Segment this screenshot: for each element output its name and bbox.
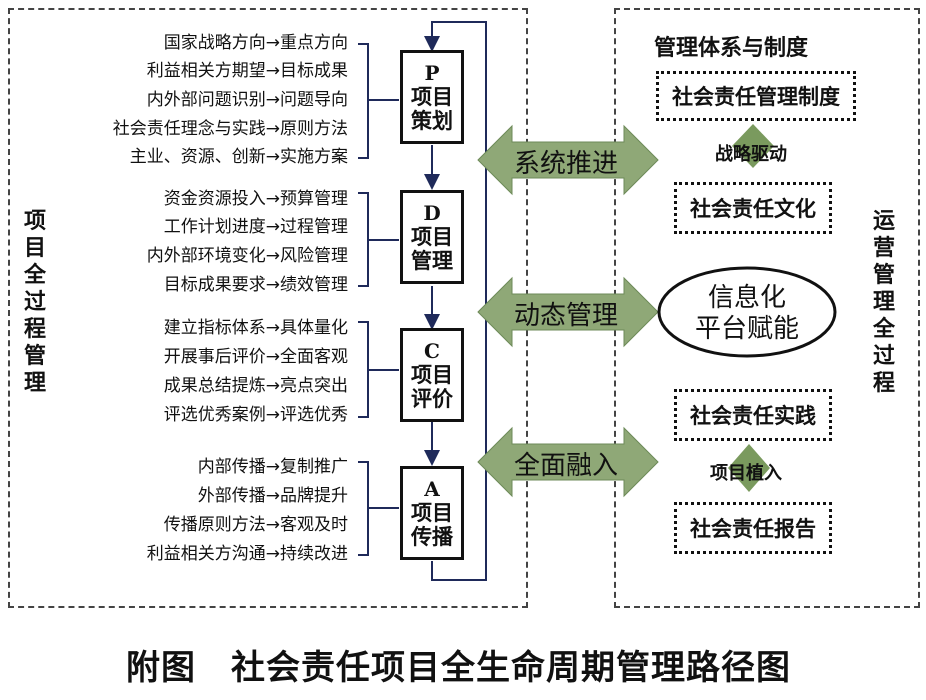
list-item: 内部传播→复制推广 (197, 457, 348, 477)
list-item: 工作计划进度→过程管理 (163, 217, 348, 237)
phase-line2: 策划 (411, 108, 453, 133)
phase-line1: 项目 (411, 224, 453, 249)
phase-box-act: A 项目 传播 (400, 466, 464, 560)
list-item: 利益相关方期望→目标成果 (146, 61, 348, 81)
connector-label-project: 项目植入 (710, 463, 782, 484)
connector-label-strategy: 战略驱动 (715, 144, 787, 165)
phase-letter: A (424, 477, 440, 501)
diamond-1 (732, 124, 774, 168)
arrow-label-1: 系统推进 (514, 149, 619, 179)
phase-box-check: C 项目 评价 (400, 328, 464, 422)
list-item: 内外部问题识别→问题导向 (146, 90, 348, 110)
list-item: 国家战略方向→重点方向 (163, 33, 348, 53)
list-item: 主业、资源、创新→实施方案 (129, 147, 348, 167)
ellipse-line2: 平台赋能 (694, 314, 799, 344)
right-vertical-title: 运 营 管 理 全 过 程 (872, 209, 895, 396)
list-item: 社会责任理念与实践→原则方法 (112, 119, 348, 139)
box-management-system: 社会责任管理制度 (656, 71, 856, 121)
double-arrow-3 (477, 426, 659, 498)
list-item: 外部传播→品牌提升 (197, 486, 348, 506)
phase-letter: C (424, 339, 440, 363)
ellipse-line1: 信息化 (707, 283, 786, 313)
ellipse-text: 信息化 平台赋能 (659, 283, 835, 345)
box-report: 社会责任报告 (674, 502, 832, 554)
bracket-group-3 (358, 321, 399, 418)
phase-box-do: D 项目 管理 (400, 190, 464, 284)
left-vertical-title: 项 目 全 过 程 管 理 (23, 209, 46, 396)
phase-line2: 传播 (411, 524, 453, 549)
list-item: 资金资源投入→预算管理 (163, 189, 348, 209)
list-item: 传播原则方法→客观及时 (163, 515, 348, 535)
list-item: 开展事后评价→全面客观 (163, 347, 348, 367)
phase-line1: 项目 (411, 362, 453, 387)
list-item: 目标成果要求→绩效管理 (163, 275, 348, 295)
phase-line1: 项目 (411, 84, 453, 109)
phase-letter: P (424, 61, 440, 85)
list-item: 评选优秀案例→评选优秀 (163, 405, 348, 425)
list-item: 建立指标体系→具体量化 (163, 318, 348, 338)
list-item: 利益相关方沟通→持续改进 (146, 544, 348, 564)
bracket-group-1 (358, 43, 399, 159)
bracket-group-4 (358, 461, 399, 556)
double-arrow-1 (477, 124, 659, 196)
box-practice: 社会责任实践 (674, 389, 832, 441)
phase-letter: D (423, 201, 441, 225)
phase-box-plan: P 项目 策划 (400, 50, 464, 144)
right-title: 管理体系与制度 (654, 36, 809, 61)
diamond-2 (728, 444, 770, 492)
phase-line2: 评价 (411, 386, 453, 411)
phase-line2: 管理 (411, 248, 453, 273)
phase-line1: 项目 (411, 500, 453, 525)
arrow-label-2: 动态管理 (514, 301, 619, 331)
list-item: 成果总结提炼→亮点突出 (163, 376, 348, 396)
list-item: 内外部环境变化→风险管理 (146, 246, 348, 266)
return-loop (424, 21, 487, 581)
platform-ellipse (657, 266, 837, 358)
figure-caption: 附图 社会责任项目全生命周期管理路径图 (126, 648, 791, 688)
arrow-label-3: 全面融入 (514, 451, 619, 481)
bracket-group-2 (358, 192, 399, 287)
box-culture: 社会责任文化 (674, 182, 832, 234)
